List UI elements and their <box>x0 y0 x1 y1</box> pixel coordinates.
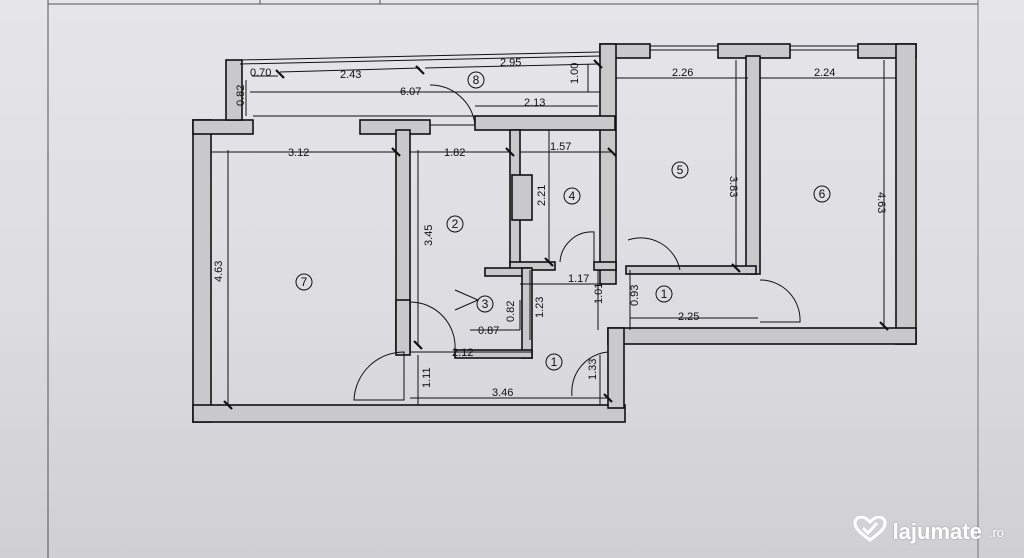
door-entrance <box>571 351 609 397</box>
door-room6 <box>759 279 801 323</box>
dim-room4-height: 2.21 <box>536 185 548 206</box>
watermark-logo: lajumate .ro <box>853 515 1004 548</box>
room-3-label: 3 <box>482 297 489 311</box>
wall-room5-room6 <box>745 55 761 275</box>
dim-corridor-width: 2.12 <box>452 347 473 359</box>
wall-room4-bottom-right <box>593 261 617 271</box>
dim-room5-width: 2.26 <box>672 67 693 79</box>
room-marker <box>295 273 313 291</box>
dim-room7-height: 4.63 <box>213 261 225 282</box>
wall-entrance-right <box>607 327 625 409</box>
wall-right <box>895 43 917 345</box>
room-marker <box>563 187 581 205</box>
dim-balcony-end: 0.70 <box>250 67 271 79</box>
wall-balcony-end <box>225 59 243 121</box>
room-marker <box>813 185 831 203</box>
dimension-labels: 0.70 2.43 2.95 0.82 1.00 6.07 2.13 3.12 … <box>213 57 887 399</box>
dim-room4-width: 1.57 <box>550 141 571 153</box>
room-6-label: 6 <box>819 187 826 201</box>
dim-entrance-depth: 1.33 <box>587 359 599 380</box>
dim-room6-height: 4.63 <box>875 192 887 213</box>
wall-bottom <box>192 404 626 423</box>
room-5-label: 5 <box>677 163 684 177</box>
dim-room7-width: 3.12 <box>288 147 309 159</box>
dim-balcony-depth: 0.82 <box>235 85 247 106</box>
dim-room2-height: 3.45 <box>423 225 435 246</box>
dim-room2-width: 1.82 <box>444 147 465 159</box>
dim-room3-width: 0.87 <box>478 325 499 337</box>
dim-balcony-right: 2.95 <box>500 57 521 69</box>
heart-check-icon <box>853 515 887 548</box>
room-marker <box>545 353 563 371</box>
wall-room5-left <box>599 43 617 285</box>
wall-room4-chimney <box>511 174 533 221</box>
door-room2 <box>409 301 456 351</box>
room-1-label: 1 <box>661 287 668 301</box>
door-balcony <box>429 84 476 126</box>
room-marker <box>655 285 673 303</box>
room-7-label: 7 <box>301 275 308 289</box>
room-4-label: 4 <box>569 189 576 203</box>
wall-left <box>192 119 212 423</box>
dim-room5-height: 3.83 <box>727 176 739 197</box>
dim-bottom-width: 3.46 <box>492 387 513 399</box>
room-marker <box>476 295 494 313</box>
doors <box>353 84 801 401</box>
wall-bottom-right <box>607 327 917 345</box>
dim-hall-small: 1.01 <box>593 283 605 304</box>
door-room4 <box>559 231 595 263</box>
dim-hall-right-small: 0.93 <box>629 285 641 306</box>
dim-balcony-left: 2.43 <box>340 69 361 81</box>
dim-balcony-inner: 2.13 <box>524 97 545 109</box>
room-marker <box>671 161 689 179</box>
balcony-rail <box>239 51 601 61</box>
watermark-tld: .ro <box>988 524 1004 540</box>
room-labels: 7 2 3 4 5 6 8 1 1 <box>295 71 831 371</box>
dim-room6-width: 2.24 <box>814 67 835 79</box>
dim-hall-width: 1.17 <box>568 273 589 285</box>
wall-room7-lower <box>395 299 411 356</box>
walls <box>192 43 917 423</box>
wall-top-left <box>192 119 254 135</box>
dim-hall-right-width: 2.25 <box>678 311 699 323</box>
watermark-brand: lajumate <box>892 519 982 544</box>
wall-room5-bottom <box>625 265 757 275</box>
dim-balcony-total: 6.07 <box>400 86 421 98</box>
dim-balcony-step: 1.00 <box>569 63 581 84</box>
wall-top-mid <box>359 119 431 135</box>
wall-room4-top <box>474 115 616 131</box>
room-8-label: 8 <box>473 73 480 87</box>
dim-room3-height: 0.82 <box>505 301 517 322</box>
room-1-label: 1 <box>551 355 558 369</box>
room-2-label: 2 <box>452 217 459 231</box>
dim-corridor-depth: 1.11 <box>421 367 433 388</box>
room-marker <box>467 71 485 89</box>
door-room3 <box>454 289 480 311</box>
balcony-rail <box>239 55 601 65</box>
dimension-lines <box>211 59 896 410</box>
room-marker <box>446 215 464 233</box>
dim-hall-step: 1.23 <box>534 297 546 318</box>
wall-room3-bottom <box>454 349 533 359</box>
door-room7 <box>353 351 405 401</box>
door-room5 <box>627 237 681 271</box>
